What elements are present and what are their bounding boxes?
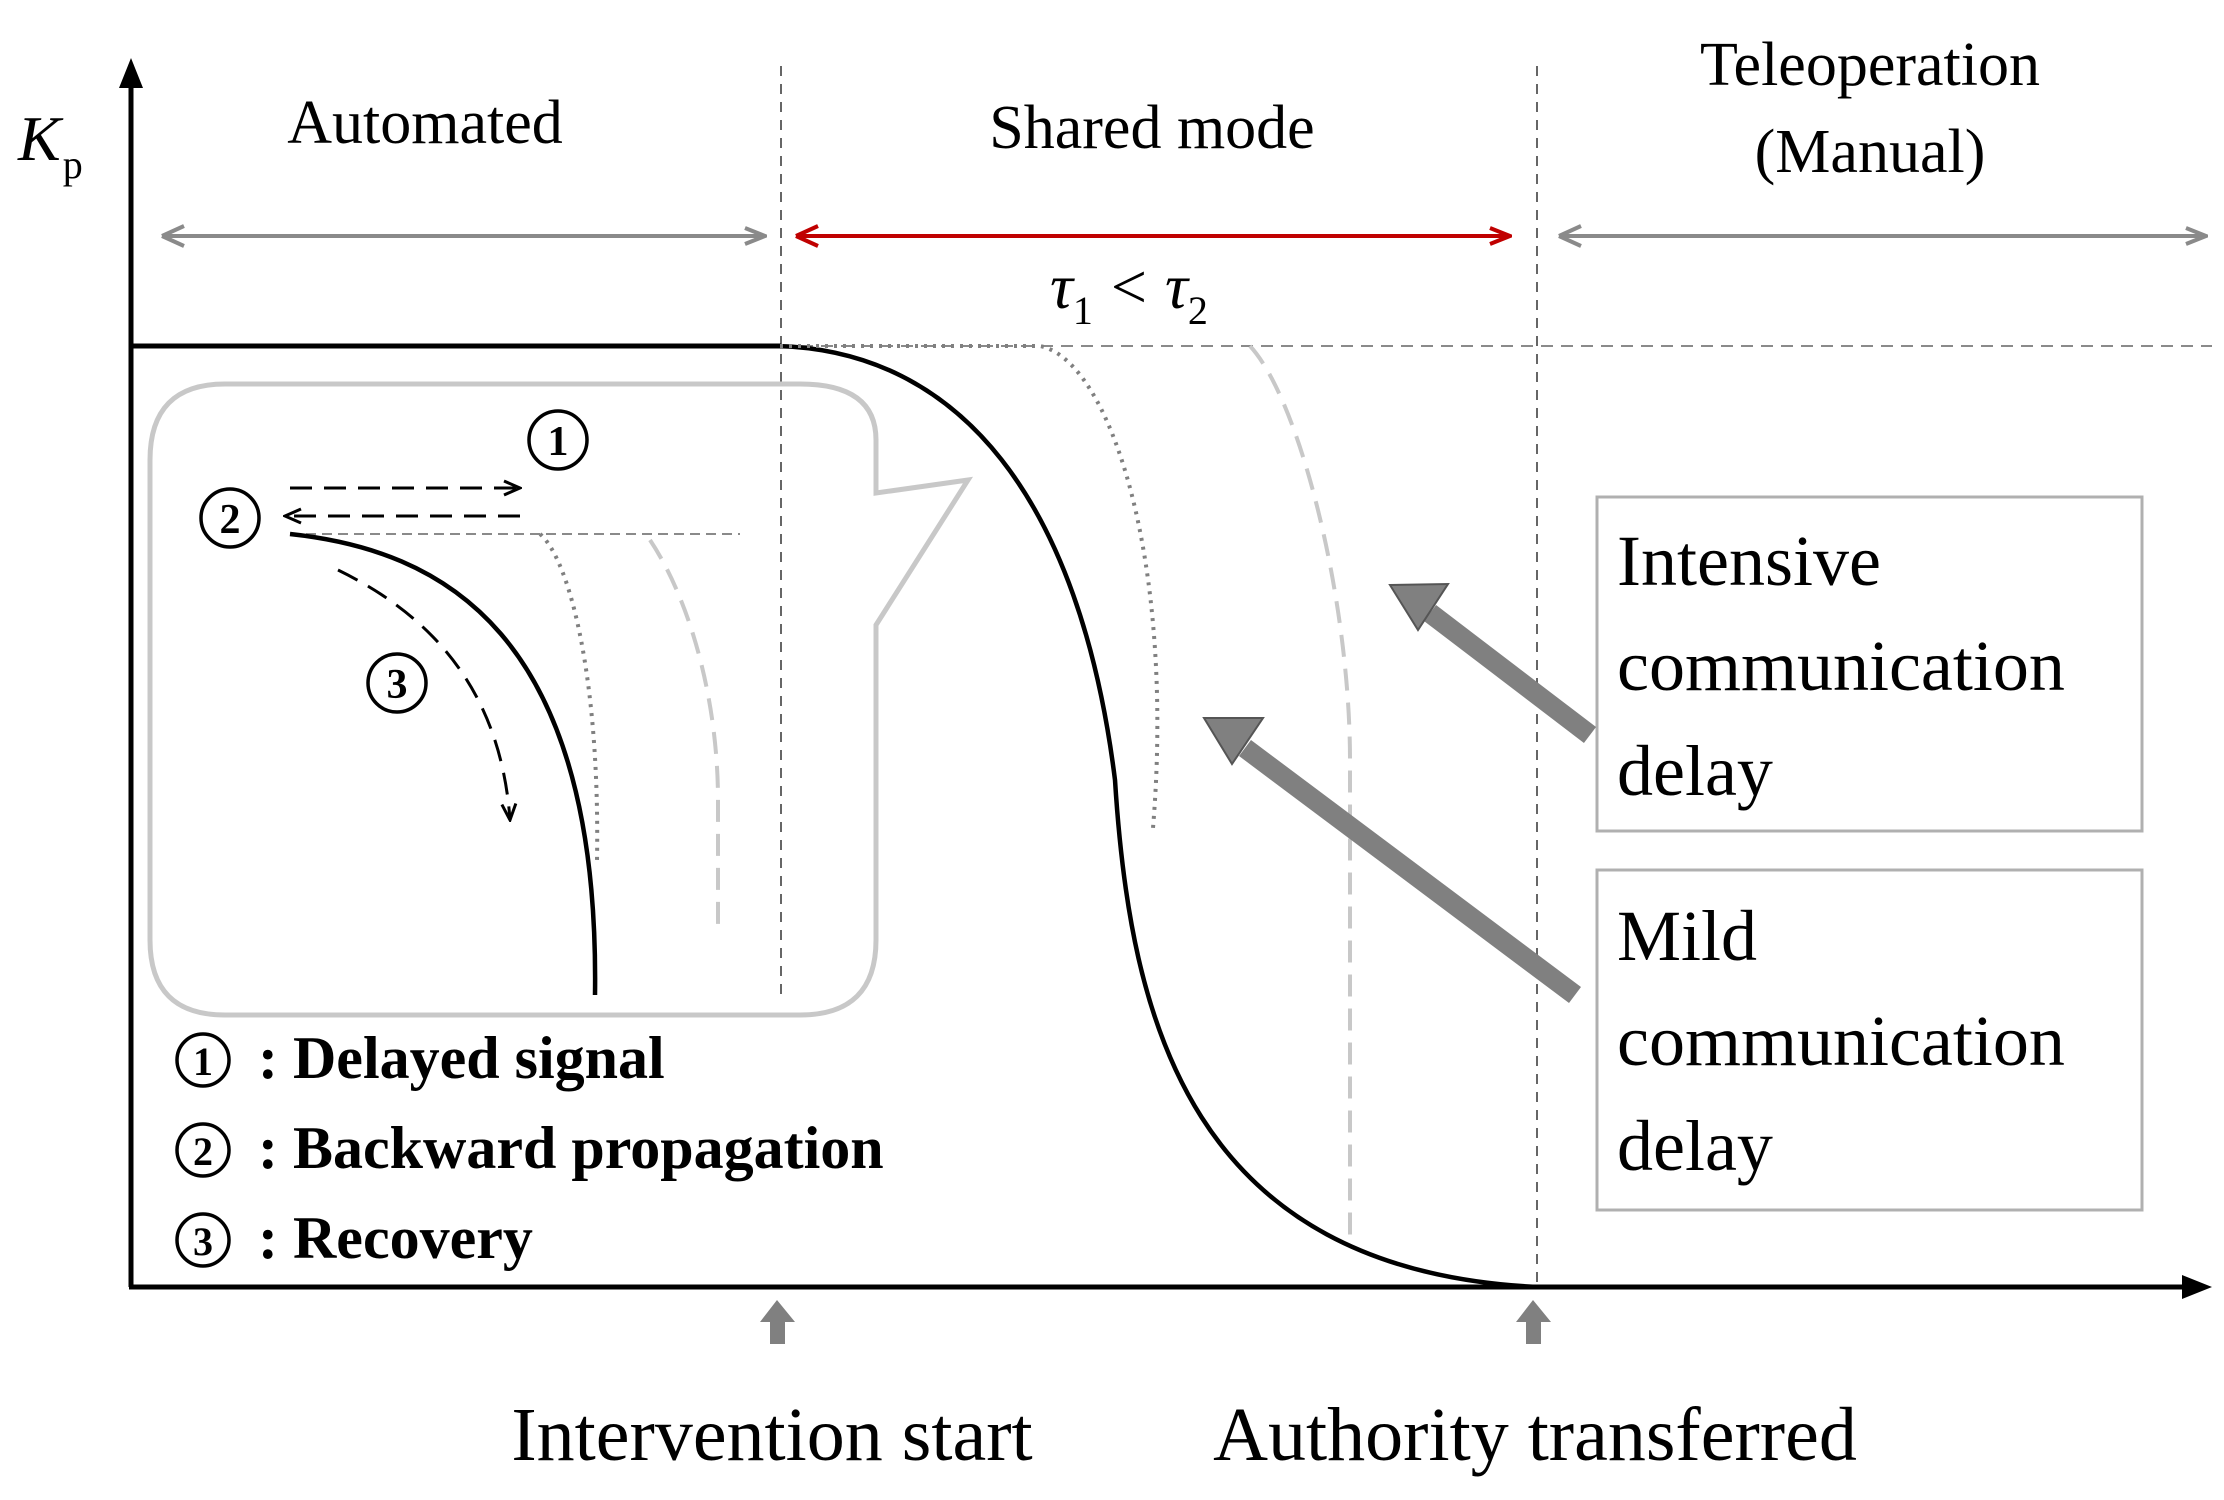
intensive-delay-box [1595,495,2144,833]
mild-delay-curve [780,344,1160,829]
intensive-delay-line1: Intensive [1617,521,1881,601]
mild-delay-line1: Mild [1617,896,1757,976]
marker-two-label: 2 [220,497,241,543]
legend: 1 : Delayed signal 2 : Backward propagat… [175,1025,884,1271]
legend-two-text: : Backward propagation [258,1115,884,1181]
automated-span-arrow-left-head [161,224,185,248]
authority-transferred-marker-icon [1516,1300,1551,1344]
region-label-manual: (Manual) [1755,118,1986,186]
inset-mild-delay-curve [538,532,600,861]
legend-three-text: : Recovery [258,1205,533,1271]
marker-three-circle [366,652,428,714]
intensive-delay-line3: delay [1617,731,1773,811]
inset-callout [147,381,974,1018]
y-axis-arrowhead [119,58,143,88]
marker-three-label: 3 [387,662,408,708]
teleop-span-arrow-left-head [1558,224,1582,248]
region-label-automated: Automated [287,89,563,157]
legend-three-circle [175,1212,231,1268]
mild-pointer-arrow [1202,717,1581,1004]
intervention-start-label: Intervention start [511,1393,1032,1477]
legend-one-text: : Delayed signal [258,1025,665,1091]
authority-transferred-label: Authority transferred [1213,1393,1857,1477]
legend-two-num: 2 [193,1129,213,1174]
marker-two-circle [199,487,261,549]
intensive-delay-line2: communication [1617,626,2065,706]
recovery-arrow [337,568,510,820]
legend-one-num: 1 [193,1039,213,1084]
legend-two-circle [175,1122,231,1178]
intensive-delay-curve [1248,344,1352,1235]
y-axis-label: Kp [17,103,83,187]
x-axis-arrowhead [2182,1275,2212,1299]
legend-three-num: 3 [193,1219,213,1264]
intervention-start-marker-icon [760,1300,795,1344]
region-label-teleoperation: Teleoperation [1700,31,2040,99]
inset-transition-curve [289,531,598,996]
marker-one-label: 1 [548,419,569,465]
shared-span-arrow-left-head [795,224,819,248]
intensive-pointer-arrow [1388,582,1597,743]
kp-transition-curve [775,343,1538,1290]
mild-delay-box [1595,868,2144,1212]
tau-inequality: τ1<τ2 [1050,251,1208,333]
region-label-shared: Shared mode [989,94,1314,162]
inset-intensive-delay-curve [648,538,720,935]
legend-one-circle [175,1032,231,1088]
marker-one-circle [527,409,589,471]
mild-delay-line3: delay [1617,1106,1773,1186]
mild-delay-line2: communication [1617,1001,2065,1081]
